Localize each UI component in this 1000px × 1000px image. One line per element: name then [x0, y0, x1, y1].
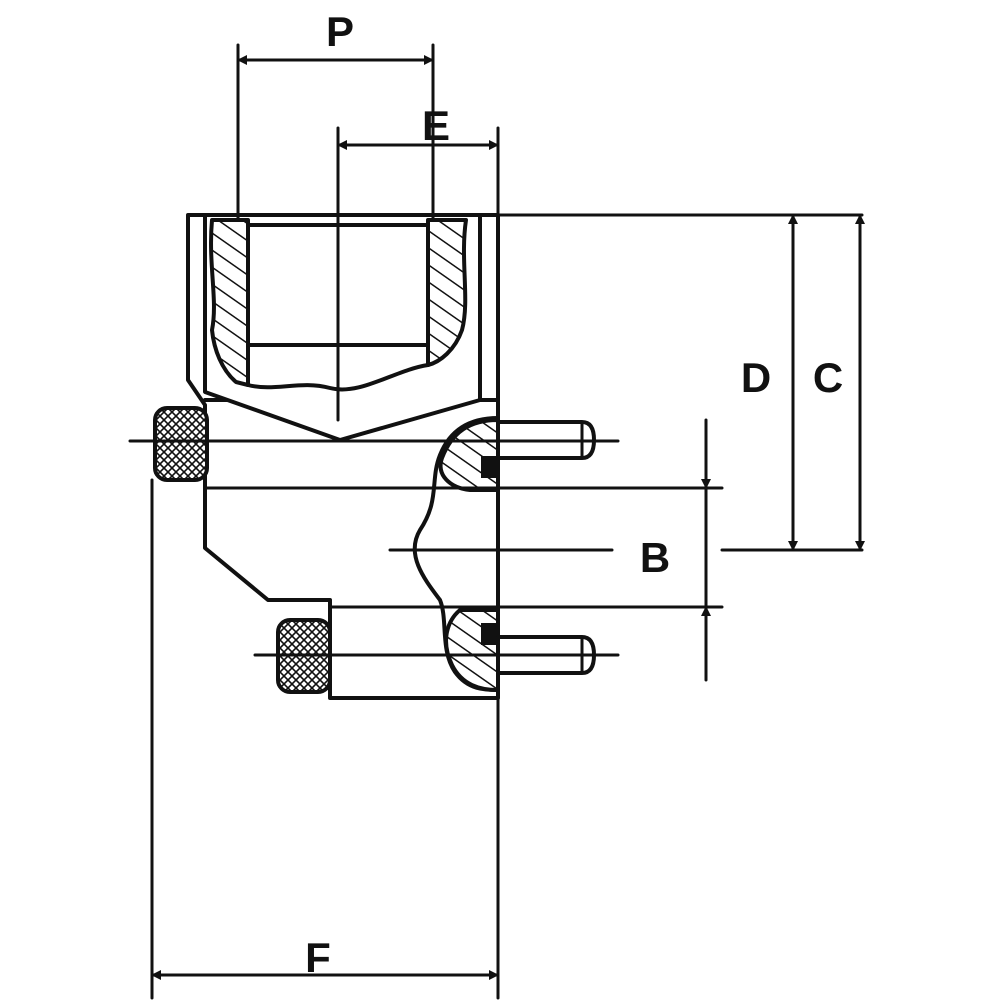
dimension-f: F	[150, 934, 500, 981]
dimension-b-label: B	[640, 534, 670, 581]
dimension-c: C	[813, 213, 865, 552]
dimension-e-label: E	[422, 102, 450, 149]
dimension-f-label: F	[305, 934, 331, 981]
upper-knurled-knob	[153, 406, 209, 482]
dimension-d-label: D	[741, 354, 771, 401]
b-extension-lines	[203, 486, 724, 609]
socket-cutaway	[203, 213, 482, 442]
dimension-c-label: C	[813, 354, 843, 401]
flange-section	[412, 416, 500, 692]
dimension-b: B	[640, 418, 711, 682]
dimension-p-label: P	[326, 8, 354, 55]
centerlines	[128, 126, 620, 657]
dimension-d: D	[741, 213, 798, 552]
dimension-e: E	[336, 102, 500, 150]
dimension-p: P	[236, 8, 435, 65]
